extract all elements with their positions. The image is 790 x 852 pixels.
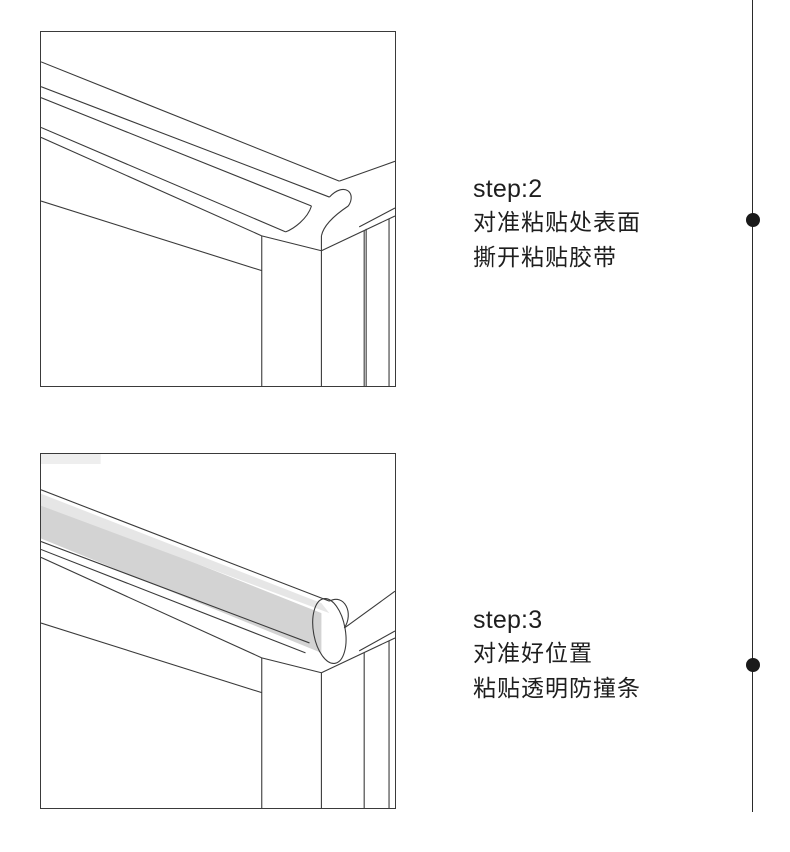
timeline-line	[752, 0, 754, 812]
step-3-line-1: 对准好位置	[473, 641, 593, 667]
timeline-dot-step-2	[746, 213, 760, 227]
edge-strip-applied-illustration-icon	[40, 453, 396, 809]
edge-strip-peel-illustration-icon	[40, 31, 396, 387]
timeline-dot-step-3	[746, 658, 760, 672]
step-3-line-2: 粘贴透明防撞条	[473, 676, 641, 702]
step-2-label: step:2	[473, 175, 543, 203]
step-2-line-1: 对准粘贴处表面	[473, 210, 641, 236]
step-3-text-block: step:3 对准好位置 粘贴透明防撞条	[473, 604, 641, 707]
step-2-text-block: step:2 对准粘贴处表面 撕开粘贴胶带	[473, 173, 641, 276]
step-3-label: step:3	[473, 606, 543, 634]
step-2-line-2: 撕开粘贴胶带	[473, 245, 617, 271]
